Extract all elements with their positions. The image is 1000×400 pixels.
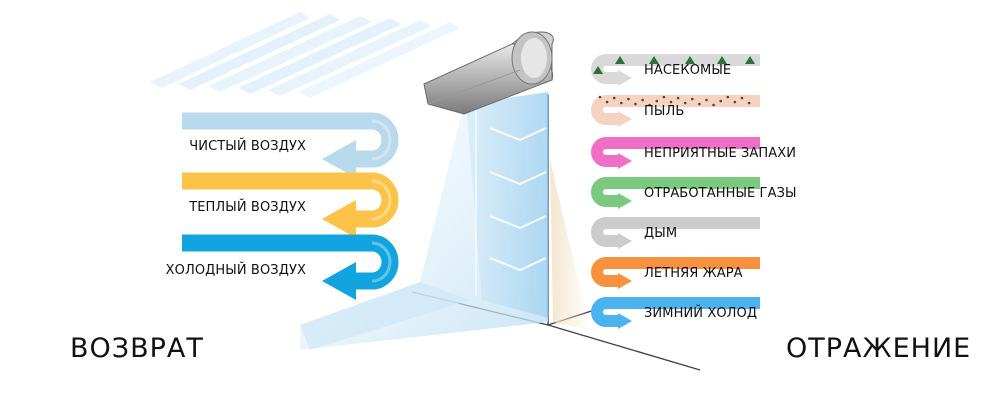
reflect-label-exhaust-gases: ОТРАБОТАННЫЕ ГАЗЫ (644, 186, 797, 201)
reflect-band-3 (591, 137, 760, 169)
reflect-label-smoke: ДЫМ (644, 226, 678, 241)
reflect-band-4 (591, 177, 760, 209)
background-stripes (150, 12, 460, 98)
left-flow-arrows (182, 112, 399, 300)
flow-label-clean-air: ЧИСТЫЙ ВОЗДУХ (189, 139, 306, 154)
reflect-label-winter-cold: ЗИМНИЙ ХОЛОД (644, 306, 758, 321)
reflect-label-summer-heat: ЛЕТНЯЯ ЖАРА (644, 266, 743, 281)
section-title-return: ВОЗВРАТ (70, 333, 204, 364)
reflect-band-5 (591, 217, 760, 249)
reflect-label-odors: НЕПРИЯТНЫЕ ЗАПАХИ (644, 146, 797, 161)
return-arrow-1 (182, 112, 399, 178)
flow-label-warm-air: ТЕПЛЫЙ ВОЗДУХ (189, 200, 306, 215)
right-flow-arrows (591, 54, 760, 329)
reflect-band-7 (591, 297, 760, 329)
reflect-band-1 (591, 54, 760, 86)
air-curtain-unit-icon (423, 31, 554, 115)
wall-shade (550, 160, 590, 330)
air-stream-icon (300, 92, 549, 350)
flow-label-cold-air: ХОЛОДНЫЙ ВОЗДУХ (165, 263, 306, 278)
reflect-label-dust: ПЫЛЬ (644, 104, 685, 119)
return-arrow-2 (182, 172, 399, 238)
return-arrow-3 (182, 234, 399, 300)
reflect-band-2 (591, 95, 760, 127)
reflect-label-insects: НАСЕКОМЫЕ (644, 63, 732, 78)
section-title-reflection: ОТРАЖЕНИЕ (786, 333, 972, 364)
reflect-band-6 (591, 257, 760, 289)
